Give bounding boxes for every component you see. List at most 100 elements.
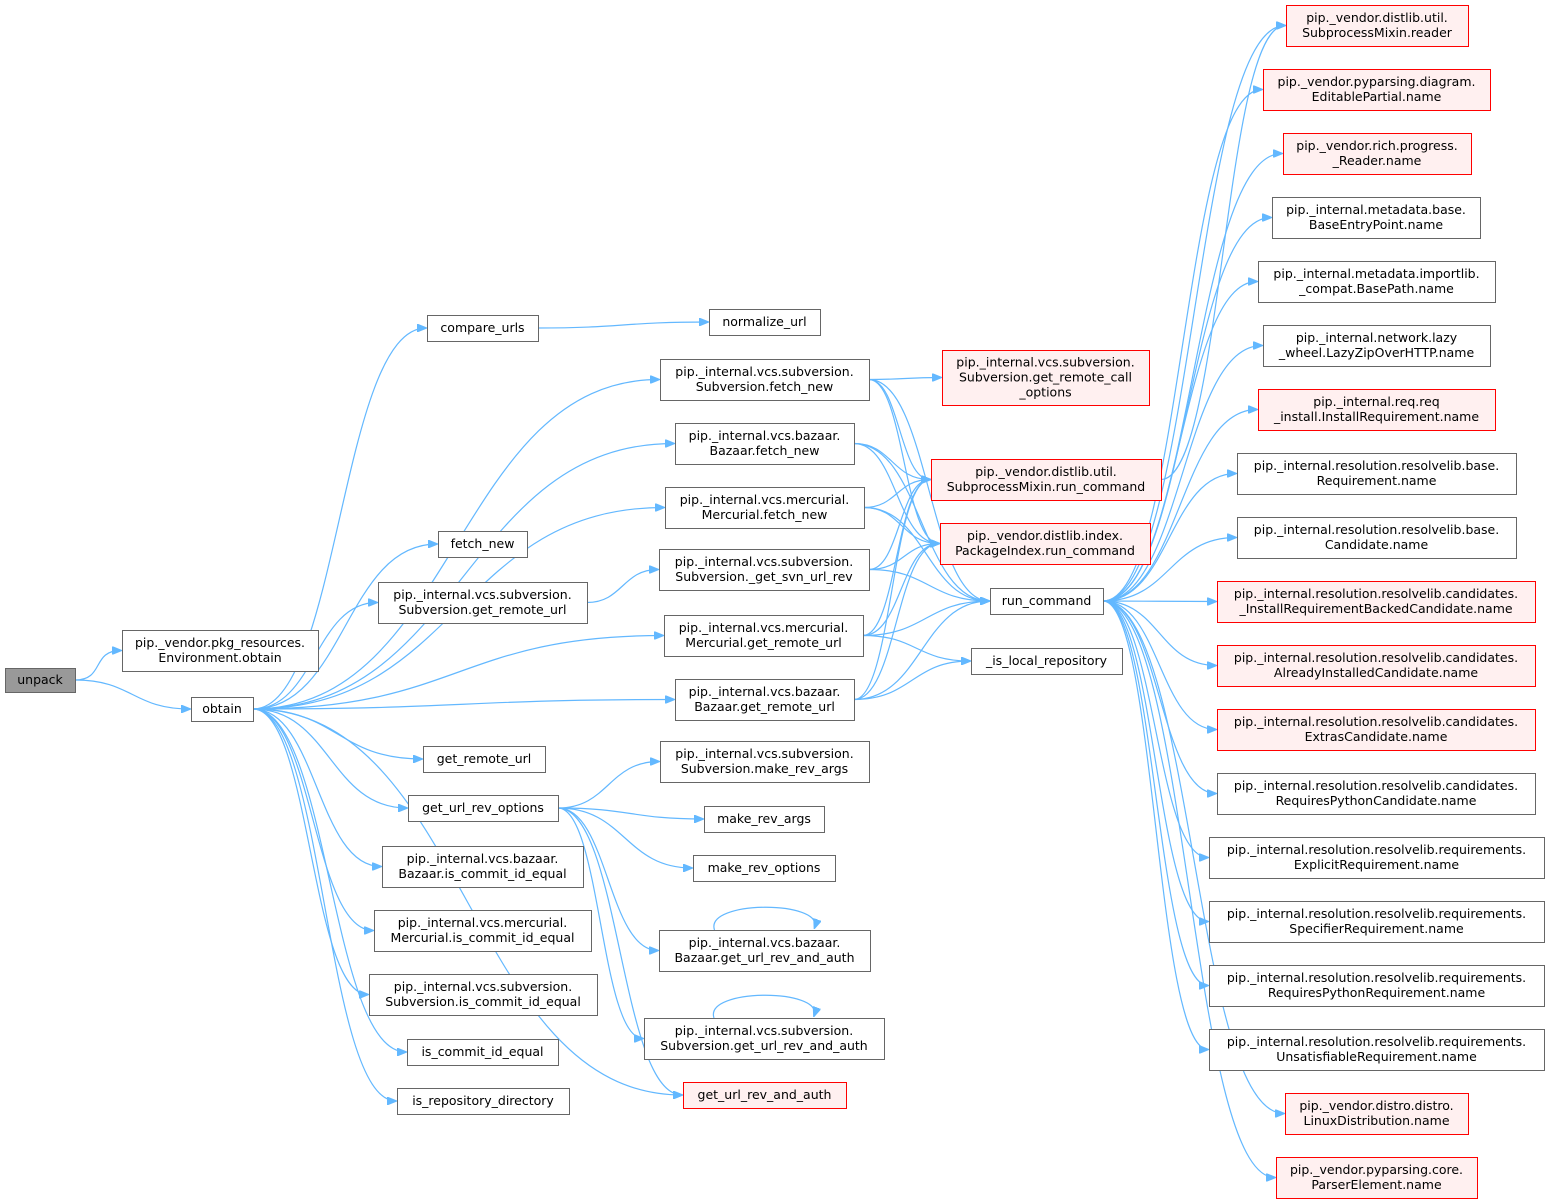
node-make-rev-args[interactable]: make_rev_args	[704, 806, 825, 833]
node-is-local-repository[interactable]: _is_local_repository	[971, 648, 1123, 675]
node-bzr-get-url-rev-and-auth[interactable]: pip._internal.vcs.bazaar.Bazaar.get_url_…	[659, 930, 871, 972]
node-label: Subversion.make_rev_args	[681, 761, 848, 776]
node-label: UnsatisfiableRequirement.name	[1276, 1049, 1477, 1064]
node-svn-is-commit[interactable]: pip._internal.vcs.subversion.Subversion.…	[369, 974, 598, 1016]
node-is-commit-id-equal[interactable]: is_commit_id_equal	[407, 1039, 559, 1066]
node-label: pip._internal.resolution.resolvelib.base…	[1254, 458, 1499, 473]
edge-hg-get-remote-url-to-run-command	[862, 601, 989, 637]
node-fetch-new[interactable]: fetch_new	[438, 531, 528, 558]
edge-svn-get-svn-url-rev-to-packageindex-run-command	[868, 544, 939, 571]
node-box	[1258, 261, 1496, 303]
node-n10[interactable]: pip._internal.resolution.resolvelib.cand…	[1217, 581, 1536, 623]
edge-get-url-rev-options-to-svn-make-rev-args	[557, 762, 659, 809]
edge-svn-fetch-new-to-subprocess-run-command	[868, 378, 930, 480]
node-n18[interactable]: pip._vendor.distro.distro.LinuxDistribut…	[1285, 1093, 1469, 1135]
node-get-remote-url[interactable]: get_remote_url	[423, 746, 546, 773]
node-hg-is-commit[interactable]: pip._internal.vcs.mercurial.Mercurial.is…	[374, 910, 592, 952]
node-n16[interactable]: pip._internal.resolution.resolvelib.requ…	[1209, 965, 1545, 1007]
edge-obtain-to-hg-is-commit	[252, 708, 373, 931]
node-normalize-url[interactable]: normalize_url	[709, 309, 821, 336]
node-box	[374, 910, 592, 952]
node-compare-urls[interactable]: compare_urls	[427, 315, 539, 342]
edge-svn-fetch-new-to-packageindex-run-command	[868, 378, 939, 544]
node-label: SubprocessMixin.reader	[1302, 25, 1453, 40]
node-label: pip._internal.vcs.subversion.	[956, 355, 1134, 370]
node-label: get_url_rev_and_auth	[698, 1087, 832, 1102]
edge-run-command-to-n13	[1102, 600, 1216, 794]
node-n17[interactable]: pip._internal.resolution.resolvelib.requ…	[1209, 1029, 1545, 1071]
node-label: pip._internal.vcs.bazaar.	[689, 935, 841, 950]
node-label: make_rev_args	[717, 811, 811, 826]
node-env-obtain[interactable]: pip._vendor.pkg_resources.Environment.ob…	[122, 630, 319, 672]
node-label: RequiresPythonRequirement.name	[1268, 985, 1486, 1000]
node-n01[interactable]: pip._vendor.distlib.util.SubprocessMixin…	[1286, 5, 1469, 47]
node-n05[interactable]: pip._internal.metadata.importlib._compat…	[1258, 261, 1496, 303]
edge-svn-get-svn-url-rev-to-subprocess-run-command	[868, 480, 930, 571]
node-box	[704, 806, 825, 833]
node-obtain[interactable]: obtain	[191, 697, 254, 722]
node-svn-fetch-new[interactable]: pip._internal.vcs.subversion.Subversion.…	[660, 359, 870, 401]
node-bzr-is-commit[interactable]: pip._internal.vcs.bazaar.Bazaar.is_commi…	[382, 846, 584, 888]
node-n02[interactable]: pip._vendor.pyparsing.diagram.EditablePa…	[1263, 69, 1491, 111]
node-is-repository-directory[interactable]: is_repository_directory	[397, 1088, 570, 1115]
node-n13[interactable]: pip._internal.resolution.resolvelib.cand…	[1217, 773, 1536, 815]
edge-obtain-to-get-url-rev-and-auth	[252, 708, 682, 1095]
node-bzr-get-remote-url[interactable]: pip._internal.vcs.bazaar.Bazaar.get_remo…	[675, 679, 855, 721]
node-label: _compat.BasePath.name	[1298, 281, 1454, 296]
node-label: is_commit_id_equal	[421, 1044, 543, 1059]
edge-svn-fetch-new-to-run-command	[868, 378, 989, 602]
node-box	[1209, 965, 1545, 1007]
node-label: pip._internal.vcs.subversion.	[675, 554, 853, 569]
node-n11[interactable]: pip._internal.resolution.resolvelib.cand…	[1217, 645, 1536, 687]
node-box	[931, 459, 1162, 501]
node-get-url-rev-and-auth[interactable]: get_url_rev_and_auth	[683, 1082, 847, 1109]
node-n06[interactable]: pip._internal.network.lazy_wheel.LazyZip…	[1263, 325, 1491, 367]
node-n14[interactable]: pip._internal.resolution.resolvelib.requ…	[1209, 837, 1545, 879]
node-n04[interactable]: pip._internal.metadata.base.BaseEntryPoi…	[1272, 197, 1481, 239]
node-svn-make-rev-args[interactable]: pip._internal.vcs.subversion.Subversion.…	[660, 741, 870, 783]
node-label: Bazaar.get_url_rev_and_auth	[674, 950, 854, 965]
node-svn-get-svn-url-rev[interactable]: pip._internal.vcs.subversion.Subversion.…	[659, 549, 870, 591]
edge-run-command-to-n05	[1102, 282, 1257, 602]
node-label: fetch_new	[451, 536, 515, 551]
node-subprocess-run-command[interactable]: pip._vendor.distlib.util.SubprocessMixin…	[931, 459, 1162, 501]
node-label: make_rev_options	[708, 860, 821, 875]
node-svn-get-remote-call-options[interactable]: pip._internal.vcs.subversion.Subversion.…	[942, 350, 1150, 406]
node-bzr-fetch-new[interactable]: pip._internal.vcs.bazaar.Bazaar.fetch_ne…	[675, 423, 855, 465]
node-n08[interactable]: pip._internal.resolution.resolvelib.base…	[1237, 453, 1517, 495]
node-label: pip._internal.resolution.resolvelib.requ…	[1227, 970, 1526, 985]
node-label: get_remote_url	[437, 751, 532, 766]
node-svn-get-url-rev-and-auth[interactable]: pip._internal.vcs.subversion.Subversion.…	[644, 1018, 885, 1060]
node-run-command[interactable]: run_command	[990, 588, 1104, 615]
node-hg-fetch-new[interactable]: pip._internal.vcs.mercurial.Mercurial.fe…	[665, 487, 865, 529]
edges	[74, 26, 1285, 1178]
edge-hg-fetch-new-to-run-command	[863, 506, 989, 602]
node-label: _InstallRequirementBackedCandidate.name	[1238, 601, 1512, 616]
node-label: obtain	[202, 701, 242, 716]
node-box	[407, 1039, 559, 1066]
node-label: Mercurial.fetch_new	[702, 507, 828, 522]
node-label: pip._internal.vcs.subversion.	[393, 587, 571, 602]
node-unpack[interactable]: unpack	[5, 668, 76, 693]
node-label: pip._internal.resolution.resolvelib.requ…	[1227, 906, 1526, 921]
node-packageindex-run-command[interactable]: pip._vendor.distlib.index.PackageIndex.r…	[940, 523, 1151, 565]
node-get-url-rev-options[interactable]: get_url_rev_options	[408, 795, 559, 822]
node-box	[1276, 1157, 1478, 1199]
node-make-rev-options[interactable]: make_rev_options	[693, 855, 836, 882]
node-box	[990, 588, 1104, 615]
node-n15[interactable]: pip._internal.resolution.resolvelib.requ…	[1209, 901, 1545, 943]
edge-obtain-to-get-remote-url	[252, 708, 422, 759]
node-svn-get-remote-url[interactable]: pip._internal.vcs.subversion.Subversion.…	[378, 582, 588, 624]
node-hg-get-remote-url[interactable]: pip._internal.vcs.mercurial.Mercurial.ge…	[664, 615, 864, 657]
node-label: ExtrasCandidate.name	[1305, 729, 1448, 744]
node-n07[interactable]: pip._internal.req.req_install.InstallReq…	[1258, 389, 1496, 431]
node-n03[interactable]: pip._vendor.rich.progress._Reader.name	[1283, 133, 1472, 175]
node-box	[659, 549, 870, 591]
node-box	[191, 697, 254, 722]
node-n19[interactable]: pip._vendor.pyparsing.core.ParserElement…	[1276, 1157, 1478, 1199]
edge-bzr-get-remote-url-to-is-local-repository	[853, 661, 970, 701]
node-n12[interactable]: pip._internal.resolution.resolvelib.cand…	[1217, 709, 1536, 751]
node-box	[438, 531, 528, 558]
node-label: pip._internal.resolution.resolvelib.cand…	[1234, 586, 1518, 601]
node-n09[interactable]: pip._internal.resolution.resolvelib.base…	[1237, 517, 1517, 559]
